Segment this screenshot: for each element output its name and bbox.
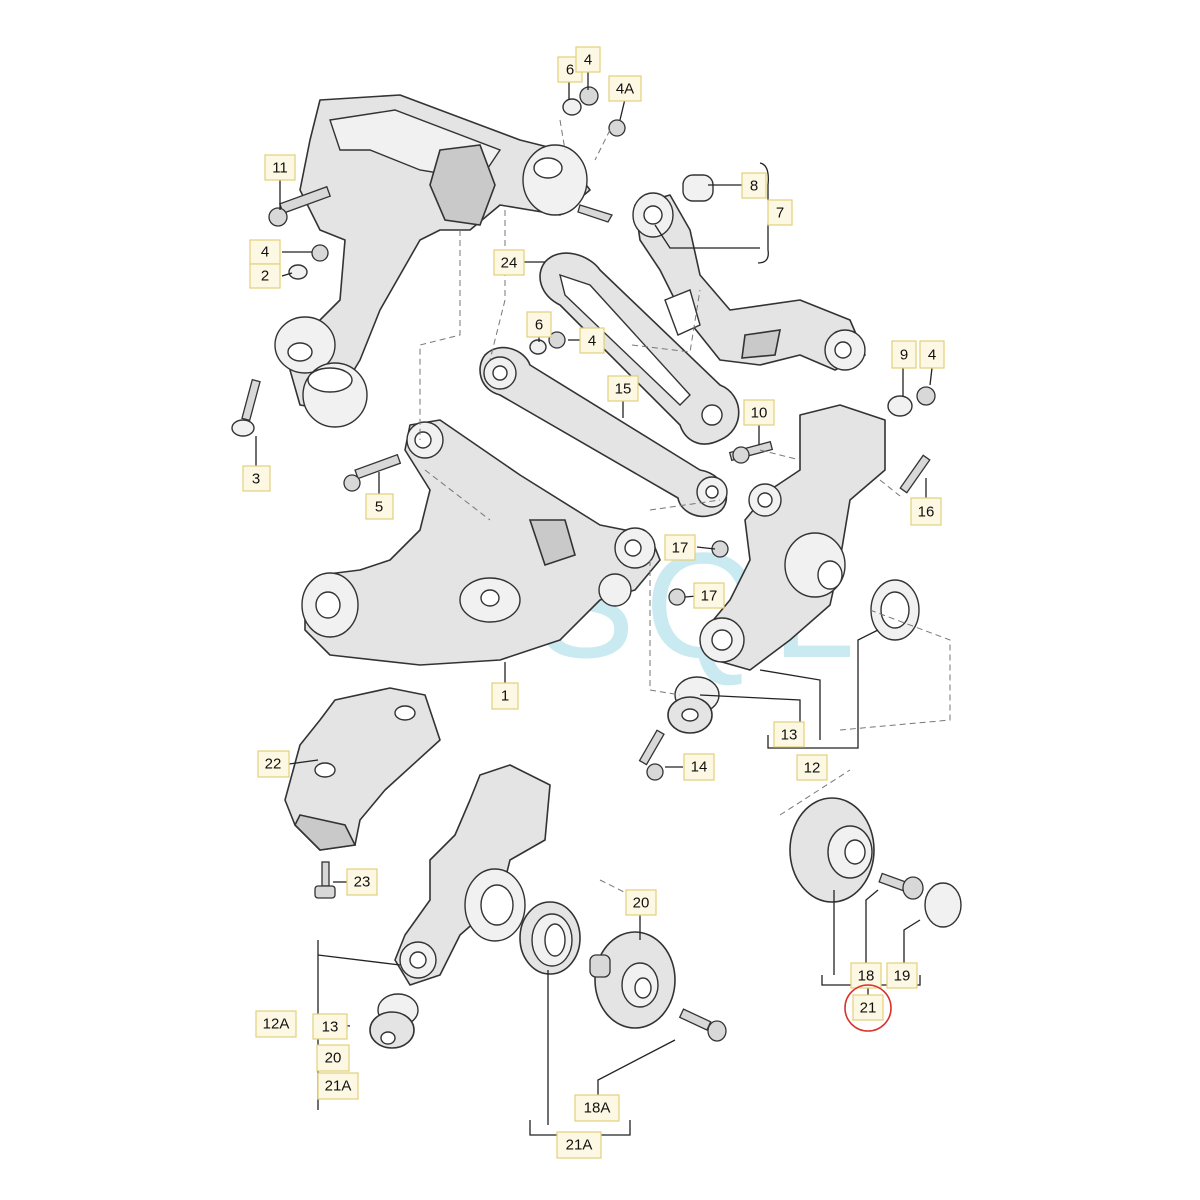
svg-text:4A: 4A (616, 81, 634, 98)
svg-text:5: 5 (375, 499, 383, 516)
svg-text:13: 13 (322, 1019, 339, 1036)
label-4-mid: 4 (579, 327, 605, 354)
label-23: 23 (346, 868, 378, 896)
highlight-ring (844, 984, 892, 1032)
svg-text:6: 6 (535, 317, 543, 334)
wheel-hub-20 (589, 931, 676, 1029)
bolt-23 (314, 861, 336, 899)
lower-control-arm (301, 419, 661, 666)
label-22: 22 (257, 750, 290, 778)
svg-text:2: 2 (261, 268, 269, 285)
label-4A: 4A (608, 75, 642, 102)
svg-text:18A: 18A (584, 1100, 611, 1117)
label-21: 21 (852, 994, 884, 1021)
wheel-carrier-upper (699, 404, 920, 671)
label-12: 12 (796, 754, 828, 781)
label-9: 9 (891, 340, 917, 369)
label-13-top: 13 (773, 721, 805, 748)
svg-text:4: 4 (261, 244, 269, 261)
label-21A-left: 21A (317, 1072, 359, 1100)
label-17-bottom: 17 (693, 582, 725, 609)
label-6-mid: 6 (526, 311, 552, 338)
svg-text:7: 7 (776, 205, 784, 222)
bush-lower (369, 993, 419, 1049)
rear-subframe (274, 94, 613, 428)
label-21A-bottom: 21A (556, 1131, 602, 1159)
svg-text:9: 9 (900, 347, 908, 364)
svg-text:8: 8 (750, 178, 758, 195)
wheel-carrier-lower (394, 764, 551, 986)
label-2: 2 (249, 263, 281, 289)
svg-text:14: 14 (691, 759, 708, 776)
label-8: 8 (741, 172, 767, 199)
label-18: 18 (850, 962, 882, 989)
label-19: 19 (886, 962, 918, 989)
dashed-assembly-lines (419, 119, 951, 901)
svg-text:4: 4 (928, 347, 936, 364)
label-5: 5 (365, 493, 394, 520)
svg-text:16: 16 (918, 504, 935, 521)
label-4-right: 4 (919, 340, 945, 369)
label-4: 4 (249, 239, 281, 265)
label-11: 11 (264, 154, 296, 181)
upper-control-arm (632, 174, 866, 371)
label-10: 10 (743, 399, 775, 426)
label-24: 24 (493, 249, 525, 276)
svg-text:21: 21 (860, 1000, 877, 1017)
label-1: 1 (491, 682, 519, 710)
label-7: 7 (767, 199, 793, 226)
label-20-top: 20 (625, 889, 657, 916)
heat-shield (284, 687, 441, 851)
svg-text:12A: 12A (263, 1016, 290, 1033)
part-labels: 11 4 2 3 5 6 4 4A 24 6 4 15 8 7 9 4 10 1… (242, 46, 945, 1159)
svg-text:19: 19 (894, 968, 911, 985)
svg-text:21A: 21A (325, 1078, 352, 1095)
svg-text:23: 23 (354, 874, 371, 891)
label-3: 3 (242, 465, 271, 492)
svg-text:4: 4 (588, 333, 596, 350)
bolt-18A (678, 1008, 727, 1042)
svg-text:22: 22 (265, 756, 282, 773)
svg-text:17: 17 (672, 540, 689, 557)
svg-text:20: 20 (325, 1050, 342, 1067)
svg-text:11: 11 (272, 160, 288, 177)
svg-text:10: 10 (751, 405, 768, 422)
svg-text:21A: 21A (566, 1137, 593, 1154)
label-18A: 18A (574, 1094, 620, 1122)
wheel-bearing (519, 901, 581, 975)
label-20-bottom: 20 (316, 1044, 350, 1072)
label-17-top: 17 (664, 534, 696, 561)
trailing-link (539, 252, 740, 445)
svg-text:6: 6 (566, 62, 574, 79)
svg-text:18: 18 (858, 968, 875, 985)
label-12A: 12A (255, 1010, 297, 1038)
label-15: 15 (607, 375, 639, 402)
fasteners (231, 86, 936, 781)
label-4-top: 4 (575, 46, 601, 73)
svg-text:17: 17 (701, 588, 718, 605)
svg-text:4: 4 (584, 52, 592, 69)
svg-text:20: 20 (633, 895, 650, 912)
label-14: 14 (683, 753, 715, 781)
svg-text:24: 24 (501, 255, 518, 272)
svg-text:3: 3 (252, 471, 260, 488)
svg-text:13: 13 (781, 727, 798, 744)
bush-upper (667, 676, 720, 734)
svg-text:1: 1 (501, 688, 509, 705)
svg-text:15: 15 (615, 381, 632, 398)
wheel-hub-21 (789, 797, 962, 928)
lateral-link (479, 346, 728, 517)
label-13-bottom: 13 (312, 1013, 348, 1040)
svg-text:12: 12 (804, 760, 821, 777)
label-16: 16 (910, 497, 942, 526)
